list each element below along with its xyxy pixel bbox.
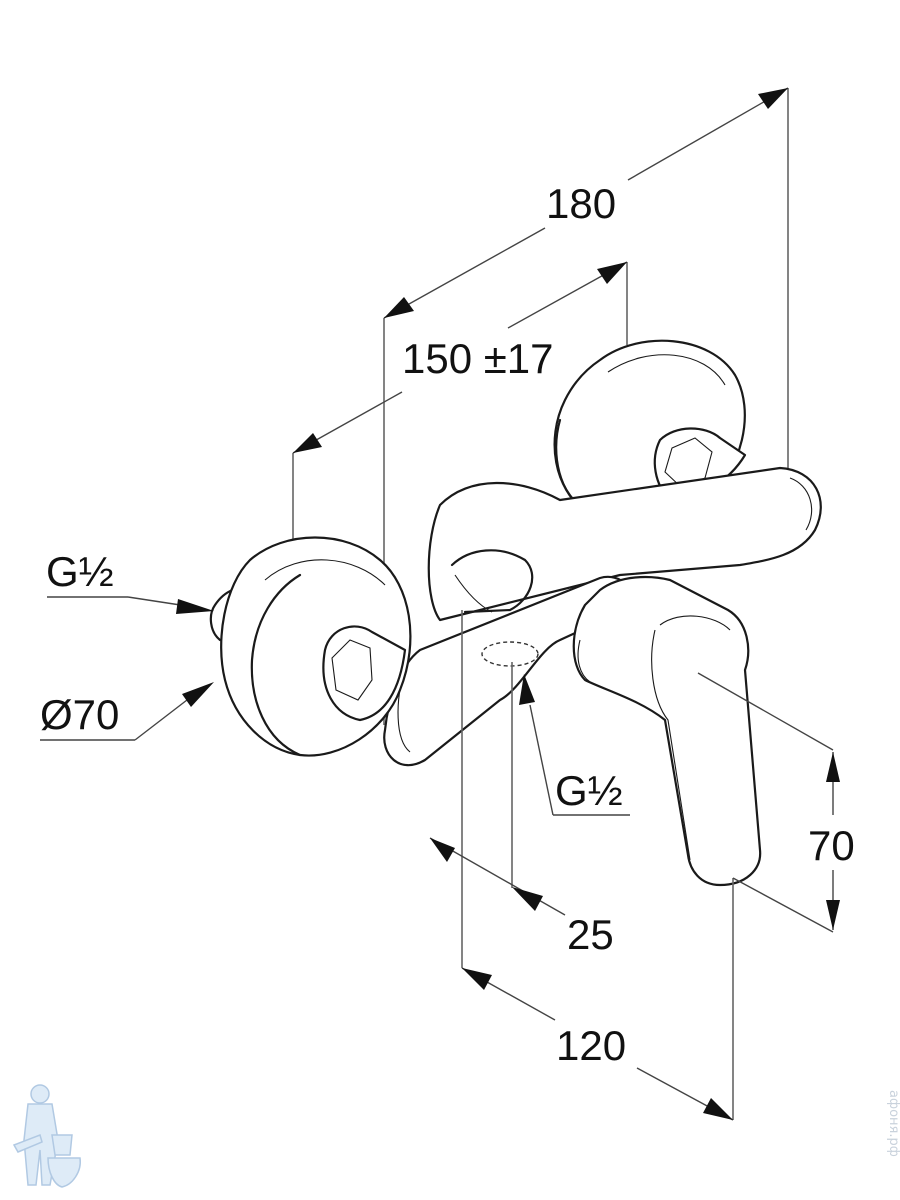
escutcheon-right <box>553 339 747 524</box>
arrowhead <box>703 1098 733 1120</box>
mascot-logo <box>12 1084 81 1188</box>
dimension-150: 150 ±17 <box>292 261 628 545</box>
lever-handle <box>572 575 762 887</box>
dimension-70: 70 <box>697 672 855 933</box>
callout-diameter: Ø70 <box>40 682 214 741</box>
dimension-120: 120 <box>461 967 734 1121</box>
arrowhead <box>758 88 788 109</box>
dimension-25: 25 <box>429 837 614 958</box>
dimension-label-25: 25 <box>567 911 614 958</box>
arrowhead <box>826 900 840 930</box>
extension-line-70-bottom <box>732 877 834 933</box>
label-thread-outlet: G½ <box>555 767 623 814</box>
mixer-body <box>383 466 822 767</box>
arrowhead <box>293 433 322 453</box>
dimension-label-150: 150 ±17 <box>402 335 554 382</box>
dimension-label-120: 120 <box>556 1022 626 1069</box>
dimension-line-180-b <box>627 87 789 181</box>
callout-thread-left: G½ <box>46 548 214 614</box>
arrowhead <box>462 968 492 990</box>
arrowhead <box>430 838 455 862</box>
callout-thread-outlet: G½ <box>519 674 630 816</box>
extension-line-70-top <box>697 672 834 751</box>
escutcheon-left <box>209 536 412 757</box>
arrowhead <box>826 752 840 782</box>
dimension-180: 180 <box>383 87 789 725</box>
watermark-text: афоня.рф <box>886 1090 900 1157</box>
label-diameter: Ø70 <box>40 691 119 738</box>
arrowhead <box>512 887 543 911</box>
arrowhead <box>182 682 214 707</box>
arrowhead <box>597 262 627 284</box>
arrowhead <box>384 297 414 318</box>
dimension-label-70: 70 <box>808 822 855 869</box>
dimension-line-180-a <box>383 227 546 319</box>
arrowhead <box>176 599 214 614</box>
dimension-label-180: 180 <box>546 180 616 227</box>
label-thread-left: G½ <box>46 548 114 595</box>
leader-line <box>529 704 554 816</box>
arrowhead <box>519 674 535 705</box>
outlet-thread-hidden <box>481 641 539 667</box>
hex-nut-left <box>322 625 407 722</box>
